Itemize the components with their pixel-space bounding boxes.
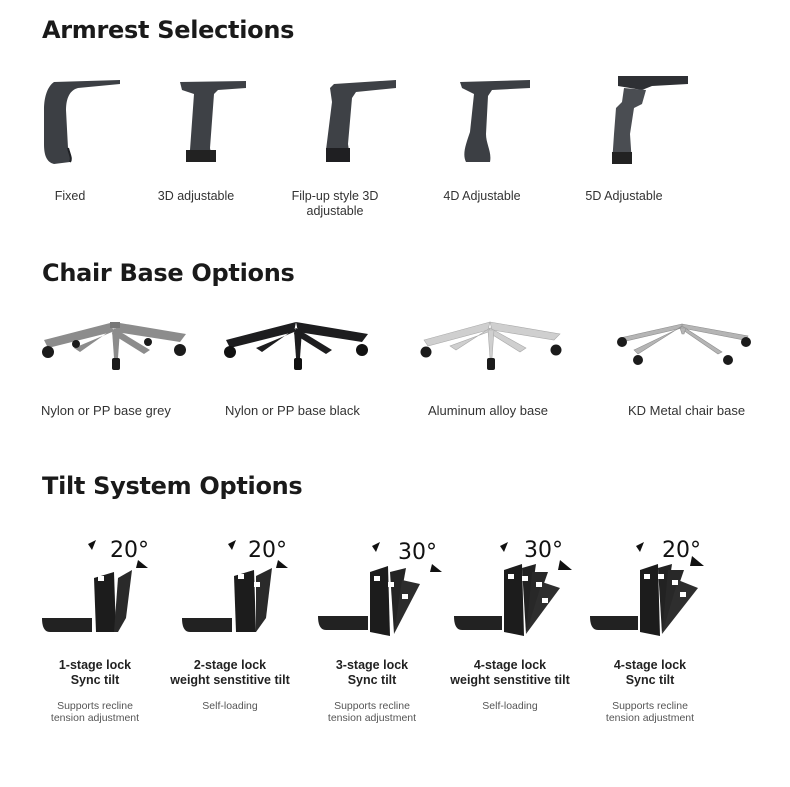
tilt-3-note-line1: Supports recline xyxy=(334,700,410,712)
armrest-3d-image xyxy=(180,81,246,162)
tilt-5-angle: 20° xyxy=(662,538,701,563)
tilt-3-note: Supports recline tension adjustment xyxy=(302,700,442,724)
tilt-2-note: Self-loading xyxy=(160,700,300,712)
tilt-2-diagram xyxy=(182,540,288,632)
base-grey-image xyxy=(42,322,186,370)
base-black-image xyxy=(224,322,368,370)
armrest-5d-label: 5D Adjustable xyxy=(585,189,663,203)
tilt-5-note-line1: Supports recline xyxy=(612,700,688,712)
tilt-4-angle: 30° xyxy=(524,538,563,563)
tilt-3-diagram xyxy=(318,542,442,636)
tilt-1-caption: 1-stage lock Sync tilt Supports recline … xyxy=(25,658,165,724)
tilt-4-name-line1: 4-stage lock xyxy=(473,658,547,672)
tilt-1-diagram xyxy=(42,540,148,632)
tilt-2-note-line1: Self-loading xyxy=(202,700,258,712)
armrest-flipup-image xyxy=(326,80,396,162)
tilt-1-angle: 20° xyxy=(110,538,149,563)
base-kd-metal-image xyxy=(617,323,751,365)
tilt-3-name-line1: 3-stage lock xyxy=(335,658,409,672)
tilt-4-caption: 4-stage lock weight senstitive tilt Self… xyxy=(440,658,580,712)
tilt-1-note-line1: Supports recline xyxy=(57,700,133,712)
tilt-1-note-line2: tension adjustment xyxy=(50,712,140,724)
tilt-1-name-line2: Sync tilt xyxy=(70,673,120,687)
tilt-5-name-line2: Sync tilt xyxy=(625,673,675,687)
tilt-2-name-line1: 2-stage lock xyxy=(193,658,267,672)
base-aluminum-label: Aluminum alloy base xyxy=(428,403,548,418)
tilt-section-title: Tilt System Options xyxy=(42,472,303,500)
tilt-1-name-line1: 1-stage lock xyxy=(58,658,132,672)
armrest-flipup-label: Filp-up style 3D adjustable xyxy=(291,189,379,218)
armrest-5d-image xyxy=(612,76,688,164)
tilt-3-note-line2: tension adjustment xyxy=(327,712,417,724)
base-kd-metal-label: KD Metal chair base xyxy=(628,403,746,418)
tilt-5-name-line1: 4-stage lock xyxy=(613,658,687,672)
tilt-5-caption: 4-stage lock Sync tilt Supports recline … xyxy=(580,658,720,724)
armrest-fixed-image xyxy=(44,80,120,164)
tilt-3-angle: 30° xyxy=(398,540,437,565)
armrest-4d-label: 4D Adjustable xyxy=(443,189,521,203)
tilt-2-name-line2: weight senstitive tilt xyxy=(170,673,290,687)
base-section-title: Chair Base Options xyxy=(42,259,295,287)
tilt-4-diagram xyxy=(454,542,572,636)
tilt-5-diagram xyxy=(590,542,704,636)
tilt-4-note: Self-loading xyxy=(440,700,580,712)
armrest-3d-label: 3D adjustable xyxy=(157,189,235,203)
tilt-5-note-line2: tension adjustment xyxy=(605,712,695,724)
tilt-3-caption: 3-stage lock Sync tilt Supports recline … xyxy=(302,658,442,724)
armrest-fixed-label: Fixed xyxy=(54,189,86,203)
base-aluminum-image xyxy=(420,321,562,370)
tilt-1-note: Supports recline tension adjustment xyxy=(25,700,165,724)
tilt-4-name-line2: weight senstitive tilt xyxy=(450,673,570,687)
armrest-section-title: Armrest Selections xyxy=(42,16,295,44)
base-grey-label: Nylon or PP base grey xyxy=(41,403,171,418)
tilt-5-note: Supports recline tension adjustment xyxy=(580,700,720,724)
tilt-4-note-line1: Self-loading xyxy=(482,700,538,712)
tilt-2-angle: 20° xyxy=(248,538,287,563)
tilt-3-name-line2: Sync tilt xyxy=(347,673,397,687)
base-black-label: Nylon or PP base black xyxy=(225,403,360,418)
armrest-4d-image xyxy=(460,80,530,162)
tilt-2-caption: 2-stage lock weight senstitive tilt Self… xyxy=(160,658,300,712)
